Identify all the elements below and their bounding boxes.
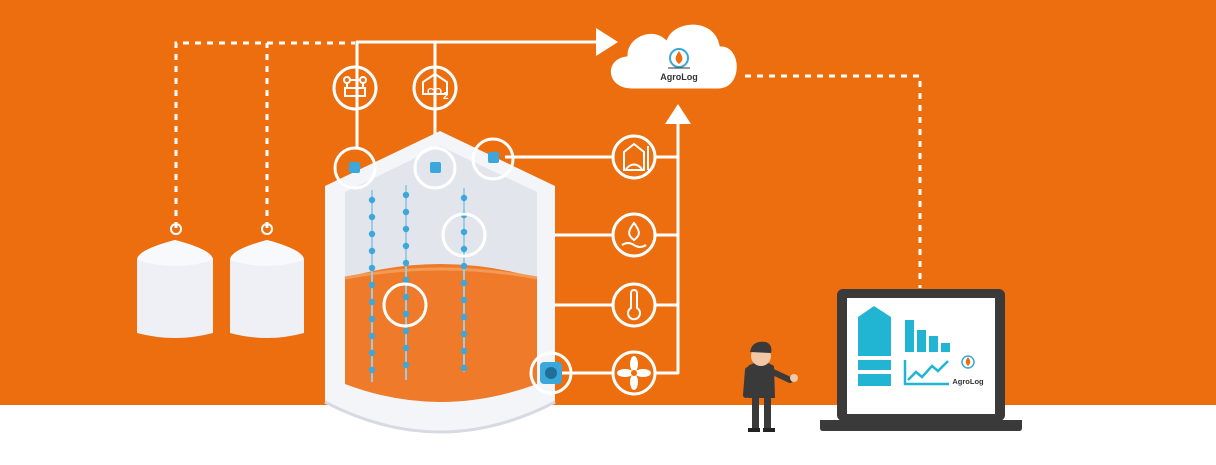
sensor-bead xyxy=(368,366,376,374)
callout-roof-node-3 xyxy=(471,137,515,181)
small-silo-right xyxy=(230,223,304,338)
cloud-icon: AgroLog xyxy=(608,21,740,92)
sensor-bead xyxy=(402,310,410,318)
co2-label: CO xyxy=(427,87,442,98)
fan-unit xyxy=(540,362,562,384)
orange-background xyxy=(0,0,1216,407)
dashed-link-cloud-laptop xyxy=(745,74,922,288)
sensor-bead xyxy=(460,228,468,236)
wireless-node-icon xyxy=(332,65,378,111)
dashed-link-small-silos xyxy=(174,41,355,228)
sensor-bead xyxy=(460,330,468,338)
sensor-bead xyxy=(460,364,468,372)
laptop-icon: AgroLog xyxy=(820,289,1022,431)
arrow-head-right xyxy=(596,28,618,56)
sensor-bead xyxy=(460,296,468,304)
sensor-bead xyxy=(460,194,468,202)
sensor-bead xyxy=(368,196,376,204)
silo-callouts xyxy=(333,137,573,395)
sensor-bead xyxy=(460,245,468,253)
sensor-bead xyxy=(402,259,410,267)
sensor-bead xyxy=(368,315,376,323)
sensor-bead xyxy=(368,298,376,306)
sensor-bead xyxy=(368,230,376,238)
fan-icon xyxy=(611,350,657,396)
sensor-cables xyxy=(368,185,468,382)
sensor-bead xyxy=(460,313,468,321)
small-silo-left xyxy=(137,223,213,338)
screen-brand-label: AgroLog xyxy=(952,377,984,386)
sensor-bead xyxy=(368,247,376,255)
roof-nodes xyxy=(349,152,499,173)
sensor-bead xyxy=(402,361,410,369)
temperature-icon xyxy=(611,282,657,328)
line-to-cloud xyxy=(355,40,600,148)
sensor-bead xyxy=(460,279,468,287)
cloud-brand-label: AgroLog xyxy=(660,72,698,82)
callout-cable-upper xyxy=(441,212,487,258)
sensor-bead xyxy=(402,293,410,301)
screen-brand-logo: AgroLog xyxy=(952,355,984,386)
sensor-bead xyxy=(402,242,410,250)
callout-cable-lower xyxy=(382,282,428,328)
humidity-icon xyxy=(611,212,657,258)
sensor-bead xyxy=(402,225,410,233)
dashed-links xyxy=(174,41,922,288)
sensor-bead xyxy=(402,327,410,335)
sensor-bead xyxy=(402,344,410,352)
sensor-bead xyxy=(402,208,410,216)
callout-roof-node-2 xyxy=(413,146,457,190)
bar-chart-icon xyxy=(905,320,950,352)
white-floor xyxy=(0,405,1216,465)
sensor-bead xyxy=(402,276,410,284)
person-figure xyxy=(743,341,798,432)
main-silo xyxy=(324,131,556,434)
arrow-head-up xyxy=(665,104,691,124)
sensor-bead xyxy=(368,213,376,221)
sensor-bead xyxy=(368,349,376,357)
co2-sensor-icon: CO 2 xyxy=(412,65,458,111)
sensor-bead xyxy=(460,262,468,270)
sensor-bead xyxy=(368,281,376,289)
sensor-bead xyxy=(368,332,376,340)
sensor-bead xyxy=(402,191,410,199)
callout-roof-node-1 xyxy=(333,146,377,190)
sensor-bead xyxy=(460,347,468,355)
callout-fan xyxy=(529,351,573,395)
co2-subscript: 2 xyxy=(443,91,449,102)
sensor-bead xyxy=(368,264,376,272)
silo-icon xyxy=(858,306,891,386)
grain-level-icon xyxy=(611,134,657,180)
line-chart-icon xyxy=(903,360,949,386)
